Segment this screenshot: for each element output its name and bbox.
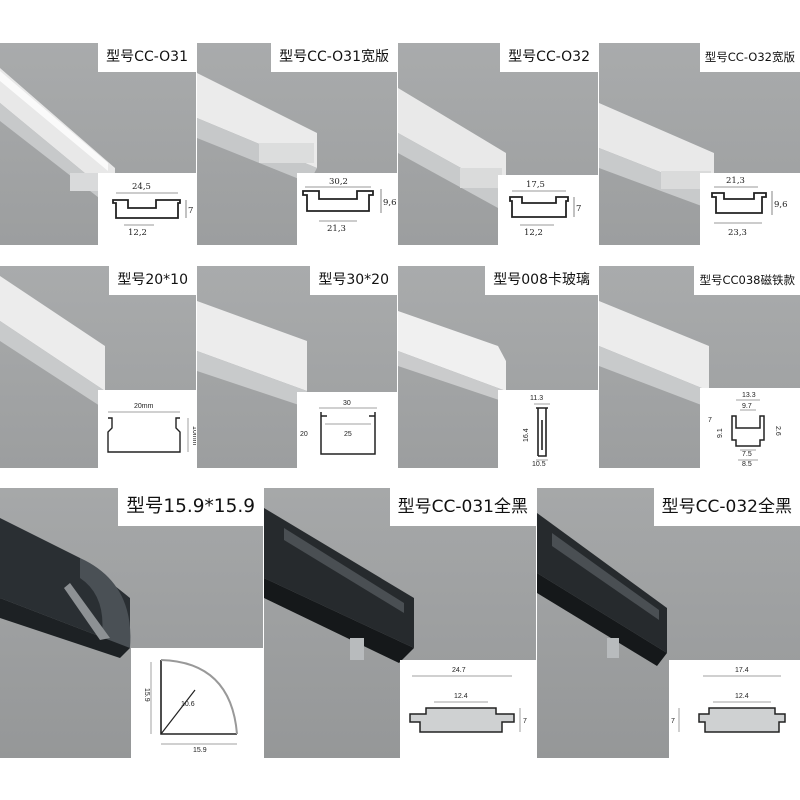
product-model-label: 型号CC-O31 — [98, 43, 196, 72]
dimension-diagram: 20mm 10mm — [98, 390, 196, 468]
dimension-width: 15.9 — [193, 747, 207, 754]
aluminum-profile-image — [398, 88, 506, 208]
dimension-height: 7 — [576, 204, 581, 214]
product-cell-30x20: 型号30*20 30 25 20 — [197, 266, 397, 468]
dimension-height: 16.4 — [523, 428, 530, 442]
dimension-width-inner: 25 — [344, 431, 352, 438]
product-model-label: 型号CC-031全黑 — [389, 488, 536, 526]
aluminum-profile-image — [398, 311, 506, 401]
dimension-height: 15.9 — [143, 688, 150, 702]
dimension-diagram: 30 25 20 — [297, 392, 397, 468]
dimension-diagram: 17,5 7 12,2 — [498, 175, 598, 245]
product-cell-15-9: 型号15.9*15.9 15.9 10.6 15.9 — [0, 488, 263, 758]
dimension-height: 10mm — [191, 426, 196, 446]
dimension-width-inner: 12.4 — [454, 693, 468, 700]
product-cell-cc-o32: 型号CC-O32 17,5 7 12,2 — [398, 43, 598, 245]
product-model-label: 型号CC-O32宽版 — [699, 43, 800, 72]
dimension-width: 20mm — [134, 403, 154, 410]
dimension-3: 7 — [708, 417, 712, 424]
dimension-diagram: 21,3 9,6 23,3 — [700, 173, 800, 245]
product-model-label: 型号15.9*15.9 — [118, 488, 263, 526]
dimension-width-top: 24,5 — [132, 182, 151, 192]
dimension-diagram: 17.4 12.4 7 — [669, 660, 800, 758]
product-model-label: 型号CC-O32 — [500, 43, 598, 72]
product-cell-cc-031-black: 型号CC-031全黑 24.7 12.4 7 — [264, 488, 536, 758]
dimension-2: 9.7 — [742, 403, 752, 410]
dimension-6: 7.5 — [742, 451, 752, 458]
dimension-height: 9,6 — [383, 198, 397, 208]
product-model-label: 型号20*10 — [109, 266, 196, 295]
dimension-height: 20 — [300, 431, 308, 438]
dimension-diagram: 24,5 7 12,2 — [98, 173, 196, 245]
aluminum-profile-image — [264, 508, 414, 663]
dimension-4: 9.1 — [717, 428, 724, 438]
product-model-label: 型号CC-032全黑 — [653, 488, 800, 526]
dimension-diagram: 24.7 12.4 7 — [400, 660, 536, 758]
dimension-width-bottom: 12,2 — [128, 228, 147, 238]
dimension-height: 7 — [523, 718, 527, 725]
dimension-width-inner: 12.4 — [735, 693, 749, 700]
dimension-diagonal: 10.6 — [181, 701, 195, 708]
dimension-width-bottom: 21,3 — [327, 224, 346, 234]
product-cell-cc-032-black: 型号CC-032全黑 17.4 12.4 7 — [537, 488, 800, 758]
product-model-label: 型号008卡玻璃 — [485, 266, 598, 295]
dimension-5: 2.6 — [774, 426, 781, 436]
dimension-diagram: 30,2 9,6 21,3 — [297, 173, 397, 245]
aluminum-profile-image — [599, 301, 709, 406]
dimension-width-top: 30,2 — [329, 177, 348, 187]
dimension-7: 8.5 — [742, 461, 752, 468]
dimension-width-bottom: 12,2 — [524, 228, 543, 238]
dimension-diagram: 11.3 16.4 10.5 — [498, 390, 598, 468]
dimension-height: 9,6 — [774, 200, 788, 210]
product-cell-cc-o31-wide: 型号CC-O31宽版 30,2 9,6 21,3 — [197, 43, 397, 245]
dimension-top: 11.3 — [530, 395, 543, 402]
product-cell-cc-o32-wide: 型号CC-O32宽版 21,3 9,6 23,3 — [599, 43, 800, 245]
dimension-width-outer: 30 — [343, 400, 351, 407]
product-model-label: 型号30*20 — [310, 266, 397, 295]
dimension-1: 13.3 — [742, 392, 756, 399]
aluminum-profile-image — [0, 276, 105, 406]
dimension-height: 7 — [188, 206, 193, 216]
dimension-width-top: 17.4 — [735, 667, 749, 674]
aluminum-profile-image — [537, 513, 667, 666]
dimension-diagram: 15.9 10.6 15.9 — [131, 648, 263, 758]
aluminum-profile-image — [197, 301, 307, 406]
product-cell-cc038: 型号CC038磁铁款 13.3 9.7 7 9.1 2.6 7.5 8.5 — [599, 266, 800, 468]
product-cell-008: 型号008卡玻璃 11.3 16.4 10.5 — [398, 266, 598, 468]
product-cell-cc-o31: 型号CC-O31 24,5 7 12,2 — [0, 43, 196, 245]
dimension-width-top: 21,3 — [726, 176, 745, 186]
aluminum-profile-image — [599, 103, 714, 208]
product-model-label: 型号CC038磁铁款 — [694, 266, 800, 295]
dimension-height: 7 — [671, 718, 675, 725]
product-cell-20x10: 型号20*10 20mm 10mm — [0, 266, 196, 468]
dimension-diagram: 13.3 9.7 7 9.1 2.6 7.5 8.5 — [700, 388, 800, 468]
aluminum-profile-image — [197, 73, 317, 183]
product-model-label: 型号CC-O31宽版 — [271, 43, 397, 72]
dimension-width-top: 17,5 — [526, 180, 545, 190]
dimension-bottom: 10.5 — [532, 461, 546, 468]
aluminum-profile-image — [0, 518, 131, 658]
dimension-width-bottom: 23,3 — [728, 228, 747, 238]
dimension-width-top: 24.7 — [452, 667, 466, 674]
